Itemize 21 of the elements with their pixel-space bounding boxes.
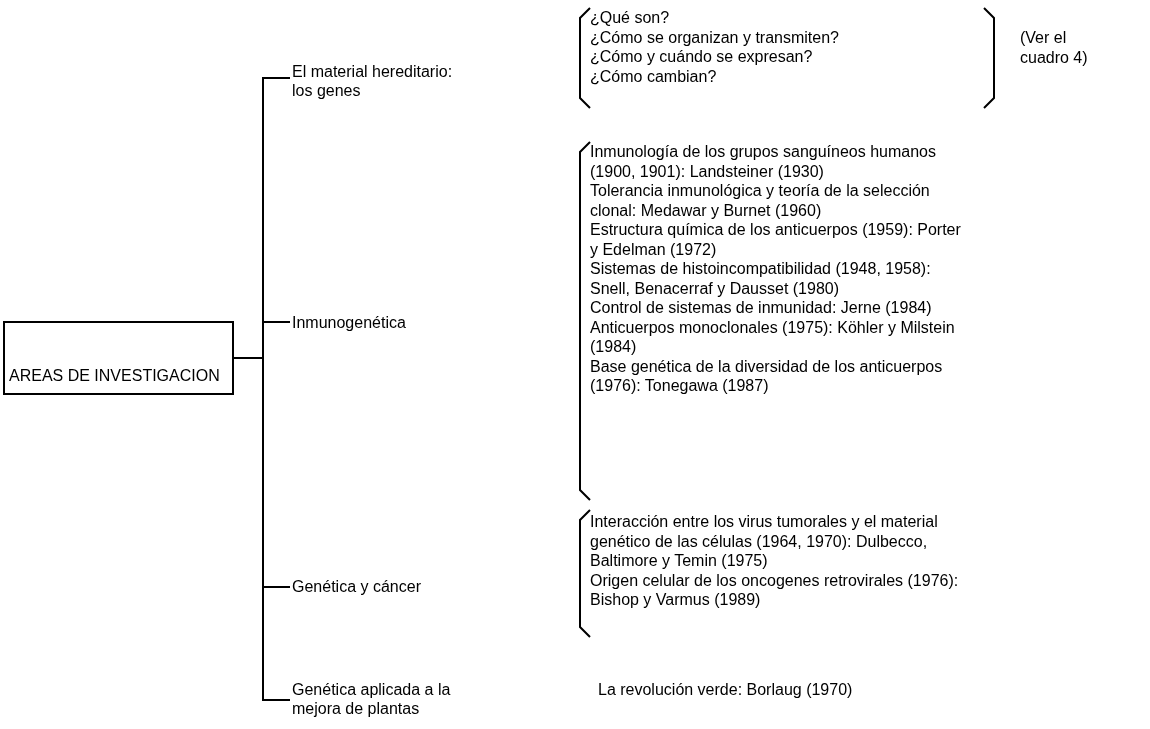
category-label: Genética y cáncer <box>292 578 421 595</box>
list-item: Sistemas de histoincompatibilidad (1948, 1958): Snell, Benacerraf y Dausset (1980) <box>589 259 932 298</box>
root-box <box>3 321 234 395</box>
list-item: Anticuerpos monoclonales (1975): Köhler y Milstein (1984) <box>589 317 956 357</box>
list-item: (Ver el cuadro 4) <box>1020 28 1089 67</box>
list-item: Interacción entre los virus tumorales y el material genético de las células (1964, 1970): Dulbecco, Baltimore y Temin (1975) <box>589 512 939 571</box>
list-item: ¿Cómo y cuándo se expresan? <box>590 47 814 67</box>
list-item: La revolución verde: Borlaug (1970) <box>598 680 854 700</box>
list-item: Tolerancia inmunológica y teoría de la selección clonal: Medawar y Burnet (1960) <box>589 181 931 220</box>
list-item: Estructura química de los anticuerpos (1959): Porter y Edelman (1972) <box>589 220 962 259</box>
category-label: Genética aplicada a la mejora de plantas <box>292 681 451 717</box>
list-item: Base genética de la diversidad de los anticuerpos (1976): Tonegawa (1987) <box>589 356 944 396</box>
list-item: Control de sistemas de inmunidad: Jerne (1984) <box>589 298 933 318</box>
list-item: Inmunología de los grupos sanguíneos humanos (1900, 1901): Landsteiner (1930) <box>589 142 937 181</box>
list-item: ¿Cómo cambian? <box>590 66 718 86</box>
category-label: Inmunogenética <box>292 314 406 331</box>
category-label: El material hereditario: los genes <box>292 63 453 99</box>
list-item: Origen celular de los oncogenes retrovirales (1976): Bishop y Varmus (1989) <box>589 570 960 610</box>
list-item: ¿Qué son? <box>590 8 671 28</box>
area-title: AREAS DE INVESTIGACION <box>9 366 220 385</box>
list-item: ¿Cómo se organizan y transmiten? <box>590 27 840 47</box>
